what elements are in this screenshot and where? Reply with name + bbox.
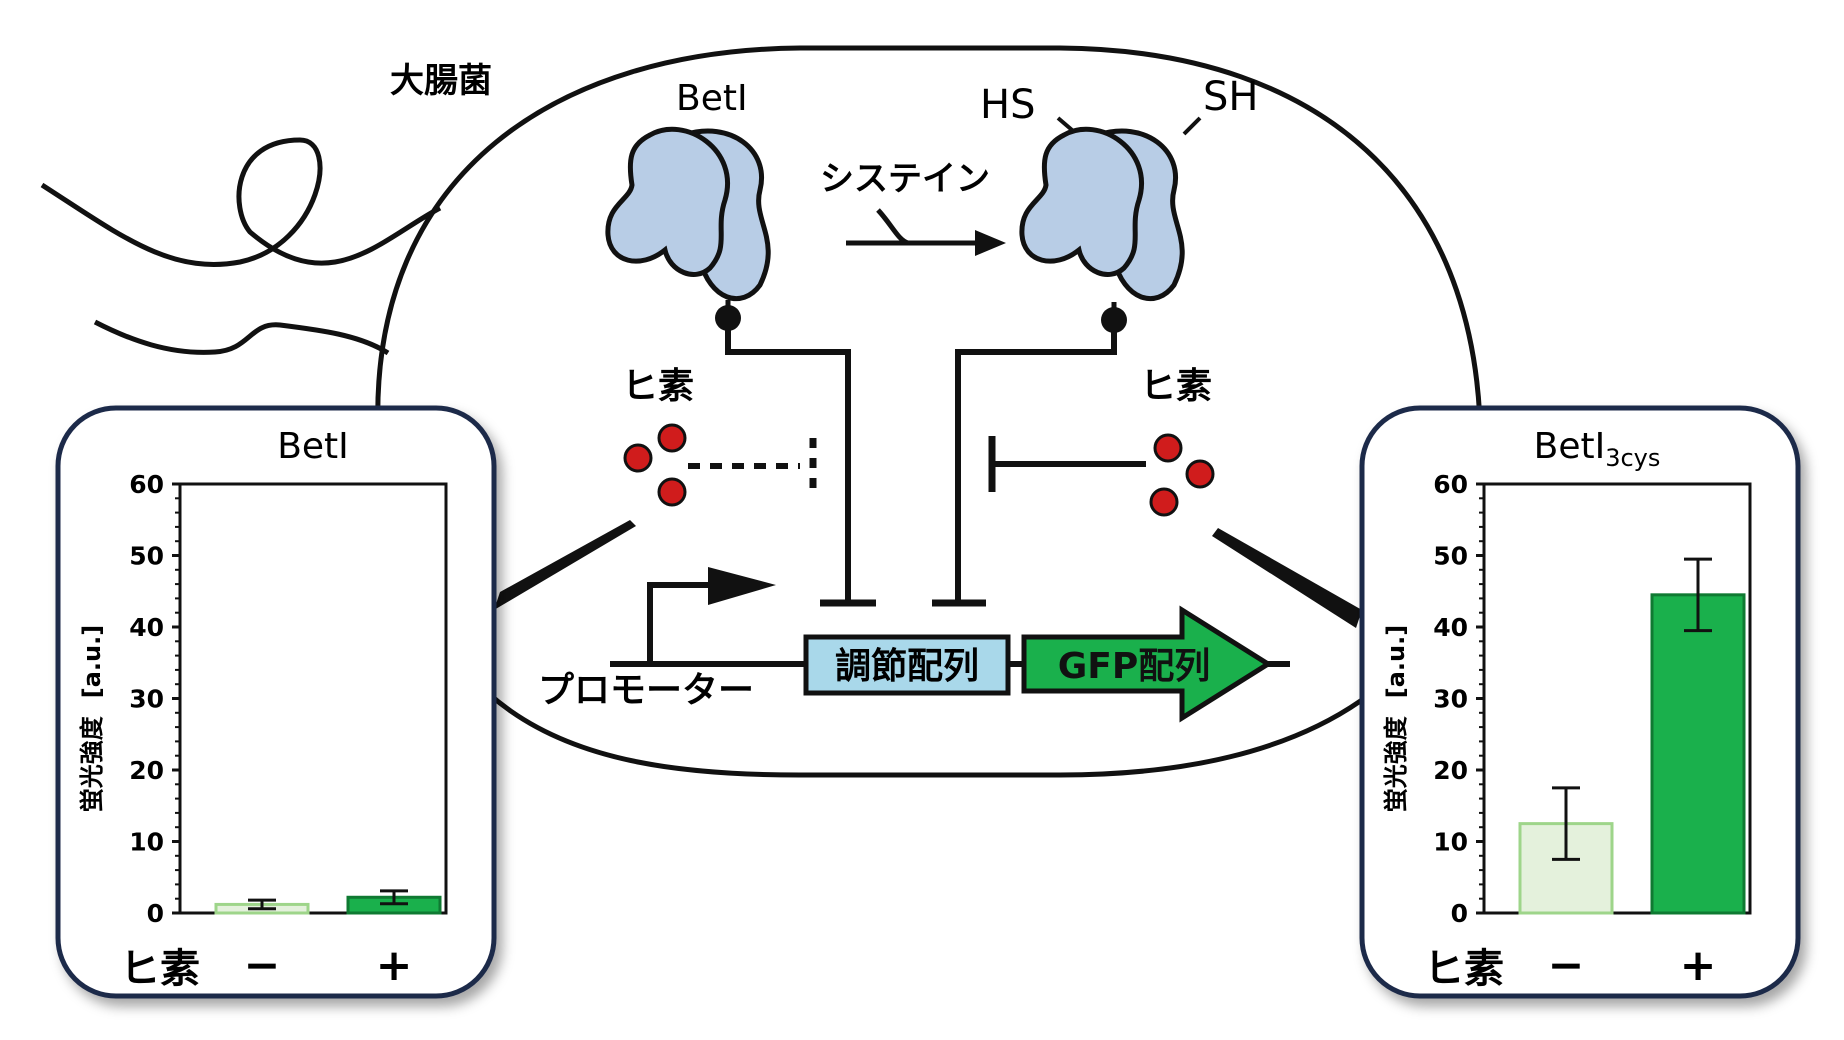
y-tick-label: 20 [129, 756, 164, 785]
arsenic-molecule-left [623, 423, 687, 507]
betI-protein [605, 126, 771, 331]
chart-title-main: BetI [1534, 426, 1606, 467]
chart-panel-betI-3cys: BetI3cys 0 10 20 30 40 50 60 蛍光強度 [a.u.] − + ヒ素 [1359, 405, 1801, 999]
category-axis-label: ヒ素 [1424, 946, 1504, 992]
gfp-gene-label: GFP配列 [1058, 646, 1211, 687]
gfp-gene-arrow [1021, 605, 1273, 723]
chart-panel-frame [55, 405, 497, 999]
chart-panel-betI: BetI 0 10 20 30 40 50 60 蛍光強度 [a.u.] − + ヒ素 [55, 405, 497, 999]
category-label: − [1548, 940, 1585, 991]
thiol-bond [1182, 116, 1202, 136]
category-label: − [244, 940, 281, 991]
y-axis-label-main: 蛍光強度 [78, 715, 106, 812]
y-tick-label: 10 [1433, 828, 1468, 857]
y-tick-label: 40 [1433, 613, 1468, 642]
chart-title-subscript: 3cys [1605, 444, 1660, 472]
bar [1650, 593, 1746, 915]
y-axis-label-main: 蛍光強度 [1382, 715, 1410, 812]
regulatory-sequence-box [803, 634, 1011, 696]
y-tick-label: 10 [129, 828, 164, 857]
repression-line-left [725, 318, 851, 602]
protein-label: BetI [676, 78, 748, 119]
thiol-label-left: HS [980, 82, 1035, 128]
protein-blob [605, 126, 730, 277]
regulatory-sequence-label: 調節配列 [835, 646, 979, 687]
y-tick-label: 0 [147, 899, 164, 928]
y-tick-label: 60 [129, 470, 164, 499]
betI-protein-modified [1019, 126, 1185, 333]
y-axis-label-unit: [a.u.] [78, 625, 106, 698]
thiol-label-right: SH [1203, 74, 1258, 120]
y-tick-label: 20 [1433, 756, 1468, 785]
callout-wedge-left [494, 520, 636, 610]
chart-title: BetI3cys [1534, 426, 1661, 472]
y-axis-label-unit: [a.u.] [1382, 625, 1410, 698]
y-tick-label: 50 [1433, 542, 1468, 571]
cysteine-arrowhead [975, 230, 1006, 256]
arsenic-label-left: ヒ素 [622, 366, 694, 407]
chart-title: BetI [277, 426, 349, 467]
organism-label: 大腸菌 [390, 61, 492, 101]
category-label: + [376, 940, 413, 991]
category-axis-label: ヒ素 [120, 946, 200, 992]
arsenic-label-right: ヒ素 [1140, 366, 1212, 407]
repression-line-right [955, 320, 1117, 602]
y-axis-label: 蛍光強度 [a.u.] [1382, 625, 1410, 812]
y-tick-label: 40 [129, 613, 164, 642]
y-tick-label: 30 [129, 685, 164, 714]
thiol-bond [1056, 116, 1074, 132]
callout-wedge-right [1212, 528, 1362, 628]
arsenic-molecule-right [1149, 433, 1215, 517]
y-tick-label: 30 [1433, 685, 1468, 714]
promoter-label: プロモーター [538, 670, 754, 711]
promoter-arrow [647, 582, 712, 664]
y-tick-label: 50 [129, 542, 164, 571]
category-label: + [1680, 940, 1717, 991]
promoter-arrowhead [708, 567, 776, 605]
chart-title-main: BetI [277, 426, 349, 467]
y-tick-label: 60 [1433, 470, 1468, 499]
flagellum [40, 137, 442, 267]
cysteine-label: システイン [820, 159, 990, 199]
y-tick-label: 0 [1451, 899, 1468, 928]
protein-blob [1019, 126, 1144, 277]
flagellum [93, 319, 390, 356]
y-axis-label: 蛍光強度 [a.u.] [78, 625, 106, 812]
